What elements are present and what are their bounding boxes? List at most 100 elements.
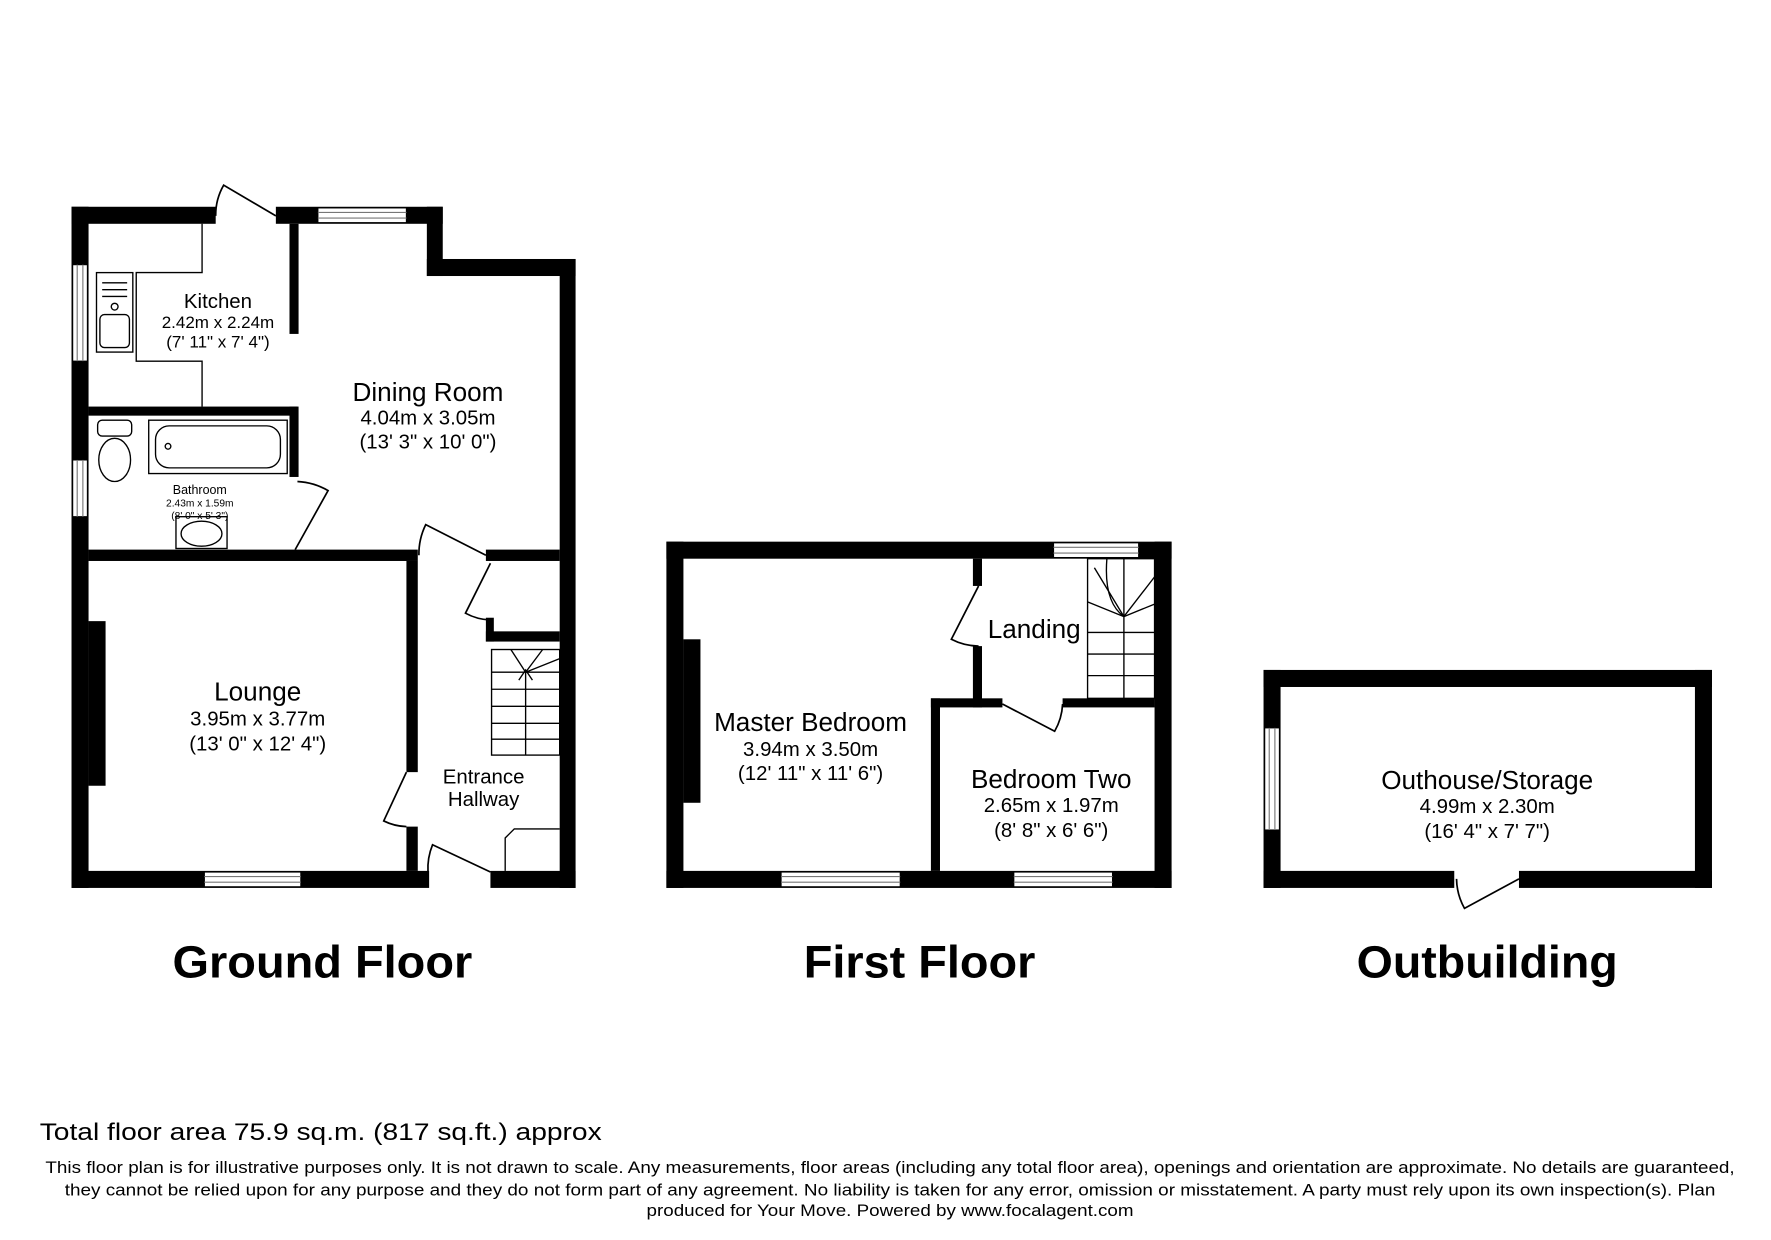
first-floor-left-wall [666,541,684,888]
ground-floor-plan: Kitchen 2.42m x 2.24m (7' 11" x 7' 4") D… [71,184,576,988]
lounge-imperial-dimensions: (13' 0" x 12' 4") [189,734,326,756]
dining-room-label: Dining Room [353,377,504,407]
window-frame [72,459,88,518]
stair-winder [1123,576,1156,618]
disclaimer-line-3: produced for Your Move. Powered by www.f… [647,1201,1134,1220]
outbuilding-top-wall [1263,669,1712,687]
first-floor-stairs [1086,558,1156,700]
master-landing-wall-upper [972,558,982,586]
bathroom-imperial-dimensions: (8' 0" x 5' 3") [171,511,228,522]
kitchen-worktop [135,223,203,407]
window-frame [203,871,302,888]
basin-bowl [180,520,223,547]
ground-floor-left-wall [71,206,89,888]
bath-icon [148,419,288,475]
outbuilding-bottom-wall-left [1263,870,1455,888]
hallway-bottom-wall [490,870,576,888]
master-bedroom-chimney-breast [683,639,701,803]
bedroom-two-label: Bedroom Two [971,764,1132,794]
first-floor-top-wall [666,541,1172,559]
disclaimer-line-2: they cannot be relied upon for any purpo… [65,1181,1716,1200]
dining-room-step-wall [426,206,443,277]
kitchen-top-wall [71,206,216,224]
toilet-bowl [98,437,132,483]
ground-floor-windows [72,207,407,888]
entrance-hallway-label-line-1: Entrance [443,766,525,788]
first-floor-title: First Floor [804,937,1036,988]
dining-room-imperial-dimensions: (13' 3" x 10' 0") [360,432,497,454]
kitchen-dining-divider-wall [289,223,299,334]
outbuilding-title: Outbuilding [1357,937,1618,988]
basin-icon [175,516,228,550]
outbuilding-plan: Outhouse/Storage 4.99m x 2.30m (16' 4" x… [1263,669,1712,988]
window-frame [1052,542,1140,559]
outhouse-storage-imperial-dimensions: (16' 4" x 7' 7") [1424,821,1550,843]
master-bedroom-two-divider-wall [930,698,940,871]
ground-floor-labels: Kitchen 2.42m x 2.24m (7' 11" x 7' 4") D… [162,291,525,811]
sink-bowl [99,313,131,349]
outbuilding-labels: Outhouse/Storage 4.99m x 2.30m (16' 4" x… [1381,765,1593,843]
stairs-handrail [1105,558,1125,699]
landing-label: Landing [988,614,1081,644]
tap-icon [110,302,119,311]
stair-winder [510,649,527,673]
stair-winder [525,649,544,673]
bathroom-label: Bathroom [173,483,227,497]
ground-floor-title: Ground Floor [173,937,473,988]
bedroom-two-door [1002,703,1064,733]
ground-floor-doors [214,184,492,873]
lounge-top-wall [88,549,418,561]
entrance-hallway-label-line-2: Hallway [448,789,520,811]
lounge-chimney-breast [88,621,106,786]
master-bedroom-label: Master Bedroom [714,707,907,737]
kitchen-label: Kitchen [184,291,252,313]
total-floor-area: Total floor area 75.9 sq.m. (817 sq.ft.)… [40,1119,602,1146]
dining-room-metric-dimensions: 4.04m x 3.05m [360,408,495,430]
window-frame [780,871,901,888]
stairs-outline [1086,558,1156,700]
first-floor-right-wall [1154,541,1172,888]
kitchen-sink-icon [95,271,134,353]
stairs-arrow-icon [518,668,534,681]
kitchen-back-door [214,184,277,217]
front-door [427,843,491,873]
kitchen-metric-dimensions: 2.42m x 2.24m [162,313,275,332]
bathroom-door [294,480,330,551]
bathroom-right-wall [289,406,299,477]
master-bedroom-door [950,585,980,647]
master-bedroom-imperial-dimensions: (12' 11" x 11' 6") [738,763,883,785]
first-floor-doors [950,585,1064,733]
dining-room-window [317,207,407,224]
window-frame [1264,727,1281,831]
landing-window [1052,542,1140,559]
bedroom-two-imperial-dimensions: (8' 8" x 6' 6") [994,820,1108,842]
dining-room-upper-right-wall [426,258,576,277]
hallway-meter-cupboard [504,828,560,871]
bathroom-window [72,459,88,518]
bathroom-metric-dimensions: 2.43m x 1.59m [166,498,234,509]
lounge-label: Lounge [214,677,301,707]
kitchen-window [72,264,88,362]
stair-winder [1123,603,1155,618]
master-landing-wall-lower [972,646,982,708]
bath-inner [154,425,282,469]
lounge-hallway-wall-upper [406,560,418,773]
footer: Total floor area 75.9 sq.m. (817 sq.ft.)… [40,1119,1735,1220]
bathroom-top-wall [88,406,298,416]
outhouse-storage-label: Outhouse/Storage [1381,765,1593,795]
outbuilding-bottom-wall-right [1518,870,1712,888]
cupboard-bottom-wall [485,631,560,642]
under-stairs-cupboard-door [464,562,492,621]
toilet-cistern [96,419,133,437]
bath-plug [164,442,172,450]
outhouse-window [1264,727,1281,831]
first-floor-labels: Master Bedroom 3.94m x 3.50m (12' 11" x … [714,614,1131,842]
kitchen-imperial-dimensions: (7' 11" x 7' 4") [166,333,269,352]
lounge-hallway-wall-lower [406,826,418,871]
window-frame [72,264,88,362]
master-bedroom-metric-dimensions: 3.94m x 3.50m [743,739,878,761]
lounge-door [382,771,408,828]
bedroom-two-metric-dimensions: 2.65m x 1.97m [984,795,1119,817]
lounge-window [203,871,302,888]
